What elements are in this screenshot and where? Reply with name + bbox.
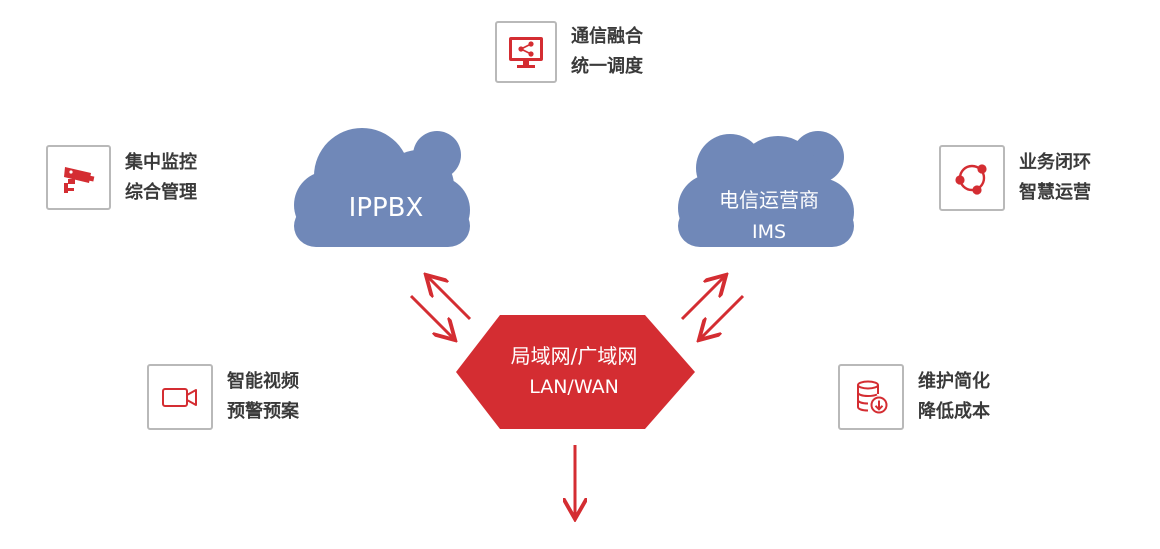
arrow-down-left: [701, 294, 745, 338]
ims-label-cn: 电信运营商: [719, 188, 819, 212]
feature-comm: 通信融合 统一调度: [495, 21, 643, 83]
feature-loop-title: 业务闭环: [1019, 152, 1091, 173]
right-arrows: [680, 277, 745, 338]
feature-video: 智能视频 预警预案: [147, 364, 299, 430]
feature-video-title: 智能视频: [227, 371, 299, 392]
ims-label-en: IMS: [752, 221, 786, 243]
ippbx-label: IPPBX: [349, 193, 424, 223]
arrow-up-left: [428, 277, 472, 321]
feature-comm-title: 通信融合: [571, 26, 643, 47]
feature-loop-icon-box: [939, 145, 1005, 211]
database-download-icon: [857, 380, 888, 414]
ippbx-cloud: IPPBX: [294, 128, 470, 247]
feature-monitor: 集中监控 综合管理: [46, 145, 197, 210]
feature-video-subtitle: 预警预案: [227, 401, 299, 422]
feature-monitor-subtitle: 综合管理: [125, 181, 197, 203]
network-hexagon: 局域网/广域网 LAN/WAN: [456, 315, 695, 429]
feature-maint-icon-box: [838, 364, 904, 430]
feature-monitor-title: 集中监控: [125, 151, 197, 173]
feature-loop: 业务闭环 智慧运营: [939, 145, 1091, 211]
network-label-en: LAN/WAN: [529, 376, 619, 398]
video-camera-icon: [162, 388, 197, 407]
arrow-up-right: [680, 277, 724, 321]
arrow-down-right: [409, 294, 453, 338]
feature-comm-subtitle: 统一调度: [571, 56, 643, 77]
feature-maint-subtitle: 降低成本: [918, 401, 990, 422]
feature-comm-icon-box: [495, 21, 557, 83]
left-arrows: [409, 277, 472, 338]
ims-cloud: 电信运营商 IMS: [678, 131, 854, 247]
monitor-share-icon: [509, 37, 543, 68]
network-label-cn: 局域网/广域网: [511, 344, 638, 368]
cycle-nodes-icon: [955, 164, 987, 195]
feature-maint: 维护简化 降低成本: [838, 364, 990, 430]
feature-monitor-icon-box: [46, 145, 111, 210]
cctv-camera-icon: [63, 166, 94, 193]
feature-loop-subtitle: 智慧运营: [1019, 182, 1091, 203]
feature-video-icon-box: [147, 364, 213, 430]
feature-maint-title: 维护简化: [918, 371, 990, 392]
